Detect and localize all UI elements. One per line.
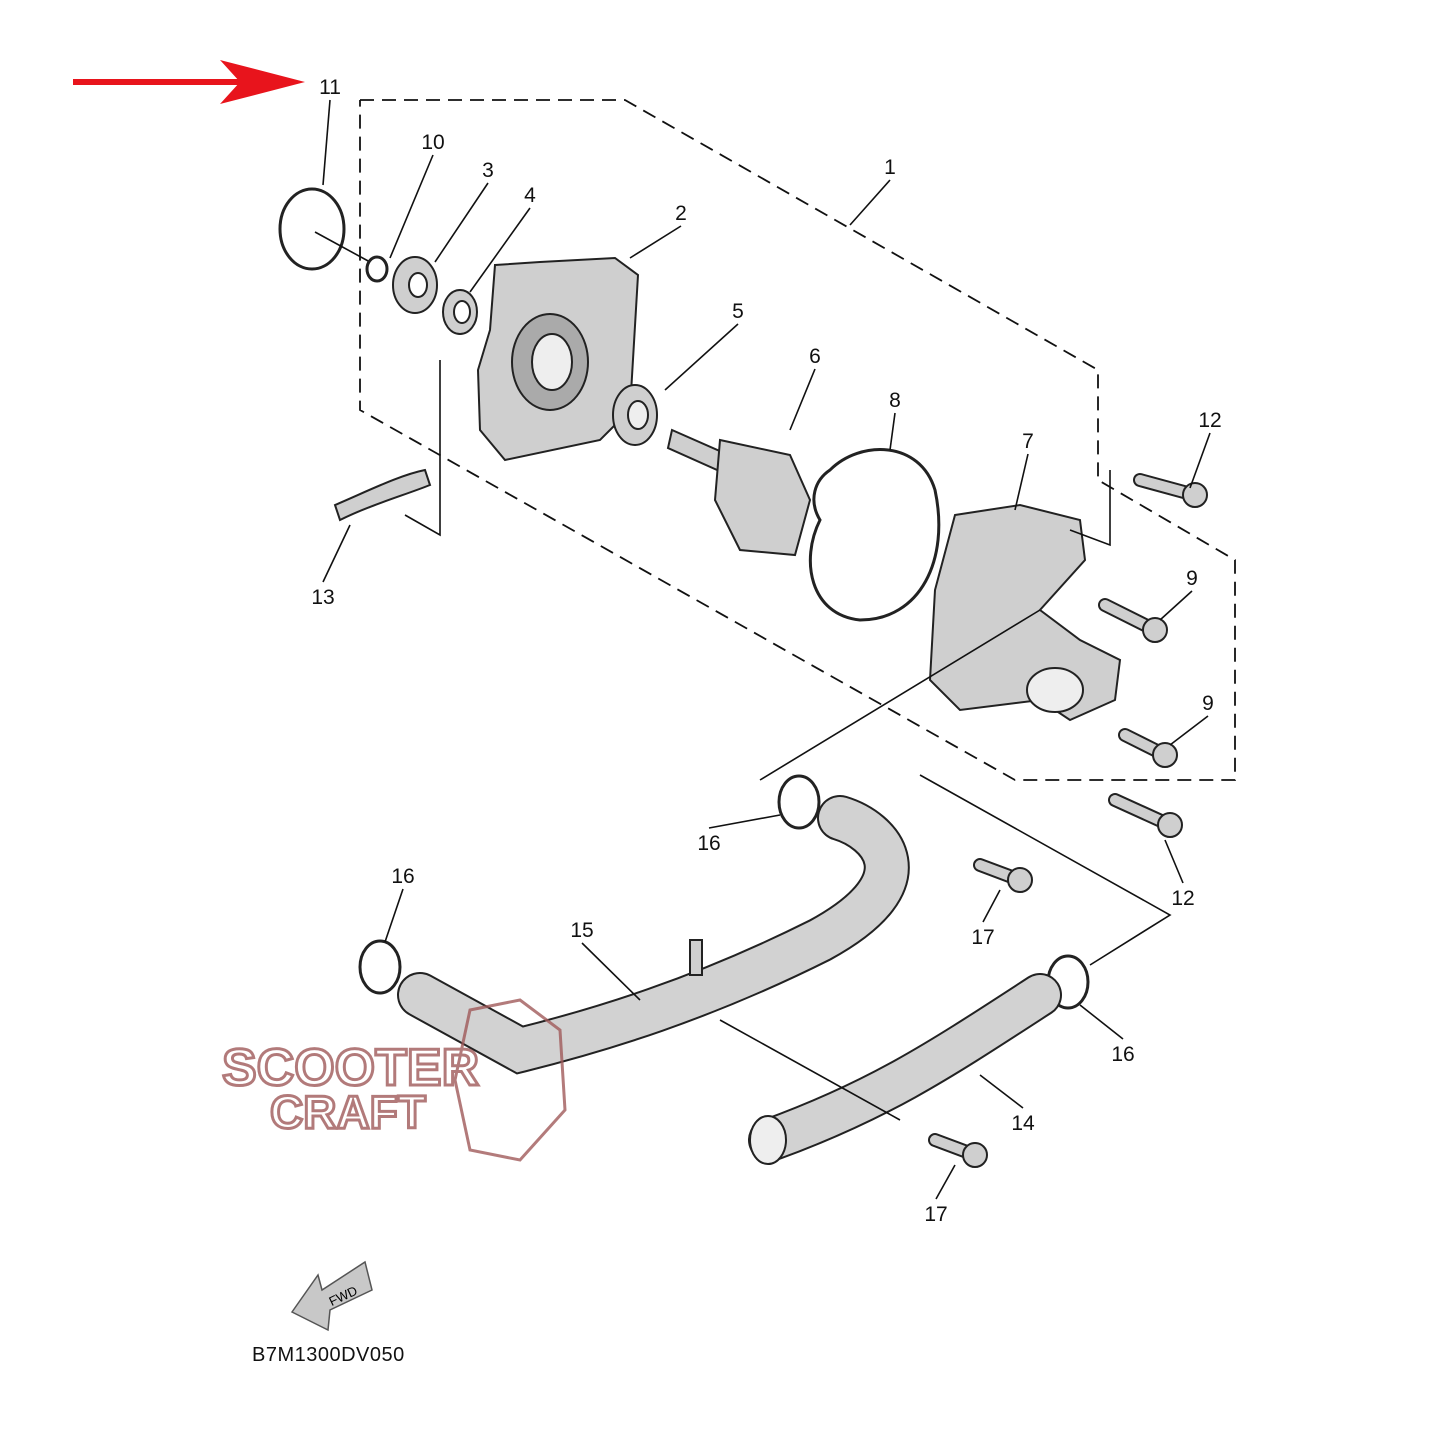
callout-16: 16 xyxy=(391,865,414,888)
leader-line xyxy=(982,889,1001,923)
bolt xyxy=(928,1133,988,1168)
callout-14: 14 xyxy=(1011,1112,1035,1135)
pump-cover xyxy=(928,503,1122,722)
leader-line xyxy=(1164,839,1184,884)
leader-line xyxy=(664,323,739,391)
o-ring-11 xyxy=(278,187,346,271)
callout-13: 13 xyxy=(311,586,334,609)
leader-line xyxy=(935,1164,956,1200)
drawing-code: B7M1300DV050 xyxy=(252,1344,405,1366)
leader-line xyxy=(1014,453,1029,511)
leader-line xyxy=(469,207,531,293)
guide-piece xyxy=(333,468,432,522)
circlip xyxy=(365,255,389,283)
callout-11: 11 xyxy=(319,76,341,99)
callout-9: 9 xyxy=(1202,692,1214,715)
leader-line xyxy=(1169,715,1209,746)
callout-5: 5 xyxy=(732,300,744,323)
callout-15: 15 xyxy=(570,919,593,942)
leader-line xyxy=(849,179,891,226)
leader-line xyxy=(1189,432,1211,489)
bolt xyxy=(973,858,1033,893)
callout-17: 17 xyxy=(924,1203,947,1226)
leader-line xyxy=(581,942,641,1001)
leader-line xyxy=(434,182,489,263)
leader-line xyxy=(1159,590,1193,621)
leader-line xyxy=(708,814,781,829)
callout-16: 16 xyxy=(1111,1043,1134,1066)
leader-line xyxy=(322,524,351,583)
forward-direction-arrow: FWD xyxy=(290,1260,373,1332)
callout-3: 3 xyxy=(482,159,494,182)
bolt xyxy=(1118,728,1178,768)
callout-17: 17 xyxy=(971,926,994,949)
callout-8: 8 xyxy=(889,389,901,412)
watermark-logo: SCOOTER CRAFT xyxy=(221,998,567,1162)
leader-line xyxy=(384,888,404,943)
impeller-shaft xyxy=(666,428,812,557)
oil-seal xyxy=(442,289,478,335)
callout-7: 7 xyxy=(1022,430,1034,453)
mechanical-seal xyxy=(612,384,658,446)
callout-1: 1 xyxy=(884,156,896,179)
callout-16: 16 xyxy=(697,832,720,855)
leader-line xyxy=(322,99,331,186)
bearing xyxy=(392,256,438,314)
leader-line xyxy=(389,154,434,259)
callout-10: 10 xyxy=(421,131,444,154)
leader-line xyxy=(979,1074,1024,1109)
bolt xyxy=(1108,793,1183,838)
bolt xyxy=(1098,598,1168,643)
leader-line xyxy=(889,412,896,451)
gasket-o-ring xyxy=(808,448,941,622)
svg-text:CRAFT: CRAFT xyxy=(270,1086,426,1138)
callout-2: 2 xyxy=(675,202,687,225)
callout-6: 6 xyxy=(809,345,821,368)
highlight-arrow xyxy=(73,60,305,104)
leader-line xyxy=(789,368,816,431)
callout-9: 9 xyxy=(1186,567,1198,590)
callout-12: 12 xyxy=(1198,409,1221,432)
bolt xyxy=(1133,473,1208,508)
callout-4: 4 xyxy=(524,184,536,207)
assembly-boundary xyxy=(359,99,1236,781)
o-ring-16 xyxy=(358,939,402,995)
svg-text:SCOOTER: SCOOTER xyxy=(222,1039,479,1097)
callout-12: 12 xyxy=(1171,887,1194,910)
leader-line xyxy=(1079,1004,1124,1040)
o-ring-16 xyxy=(777,774,821,830)
leader-line xyxy=(629,225,682,259)
pump-housing xyxy=(476,256,640,462)
